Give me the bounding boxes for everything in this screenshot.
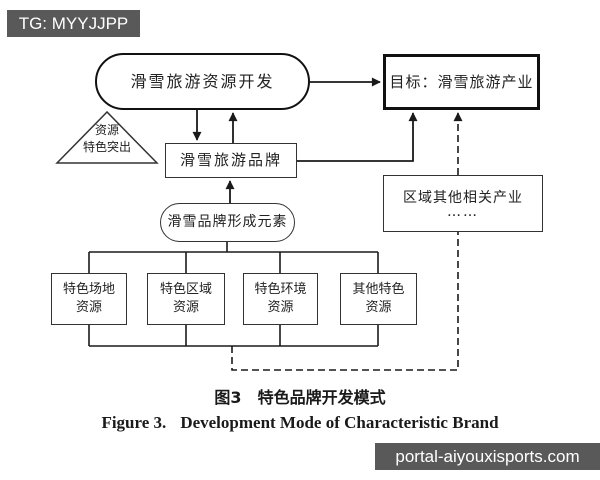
node-other-industries: 区域其他相关产业 …… bbox=[383, 175, 543, 232]
node-resource-site: 特色场地 资源 bbox=[51, 273, 127, 325]
node-resource-other-line1: 其他特色 bbox=[352, 282, 405, 298]
bracket-resources-bottom bbox=[88, 325, 379, 347]
figure-caption: 图3 特色品牌开发模式 Figure 3. Development Mode of … bbox=[0, 384, 600, 433]
node-goal: 目标：滑雪旅游产业 bbox=[383, 54, 540, 110]
dashed-connector-resources-to-region bbox=[231, 232, 459, 371]
caption-chinese-title: 特色品牌开发模式 bbox=[257, 388, 386, 407]
triangle-label-line1: 资源 bbox=[94, 123, 119, 137]
caption-english-title: Development Mode of Characteristic Brand bbox=[180, 413, 499, 432]
tg-watermark-badge: TG: MYYJJPP bbox=[7, 10, 140, 37]
node-resource-region-line2: 资源 bbox=[172, 300, 199, 315]
node-other-industries-line1: 区域其他相关产业 bbox=[403, 190, 523, 207]
arrow-brand-to-goal-elbow bbox=[297, 112, 418, 162]
triangle-label: 资源 特色突出 bbox=[57, 122, 157, 156]
node-resource-site-line1: 特色场地 bbox=[62, 282, 115, 298]
node-resource-dev: 滑雪旅游资源开发 bbox=[95, 53, 310, 110]
node-resource-environment-line2: 资源 bbox=[267, 300, 294, 315]
node-resource-other: 其他特色 资源 bbox=[340, 273, 417, 325]
caption-english-label: Figure 3. bbox=[101, 413, 167, 432]
node-resource-environment-line1: 特色环境 bbox=[254, 282, 307, 298]
bracket-elements-to-resources bbox=[88, 242, 379, 273]
caption-english: Figure 3. Development Mode of Characteris… bbox=[0, 413, 600, 433]
node-other-industries-ellipsis: …… bbox=[447, 204, 479, 221]
node-resource-environment: 特色环境 资源 bbox=[243, 273, 318, 325]
node-resource-region-line1: 特色区域 bbox=[159, 282, 212, 298]
node-resource-region: 特色区域 资源 bbox=[147, 273, 225, 325]
node-resource-other-line2: 资源 bbox=[365, 300, 392, 315]
node-resource-site-line2: 资源 bbox=[75, 300, 102, 315]
caption-chinese-label: 图3 bbox=[214, 388, 242, 407]
site-watermark-badge: portal-aiyouxisports.com bbox=[375, 443, 600, 470]
triangle-label-line2: 特色突出 bbox=[82, 139, 131, 154]
caption-chinese: 图3 特色品牌开发模式 bbox=[0, 384, 600, 408]
triangle-shape bbox=[55, 110, 159, 164]
node-brand-elements: 滑雪品牌形成元素 bbox=[160, 203, 295, 242]
node-brand: 滑雪旅游品牌 bbox=[165, 143, 297, 178]
